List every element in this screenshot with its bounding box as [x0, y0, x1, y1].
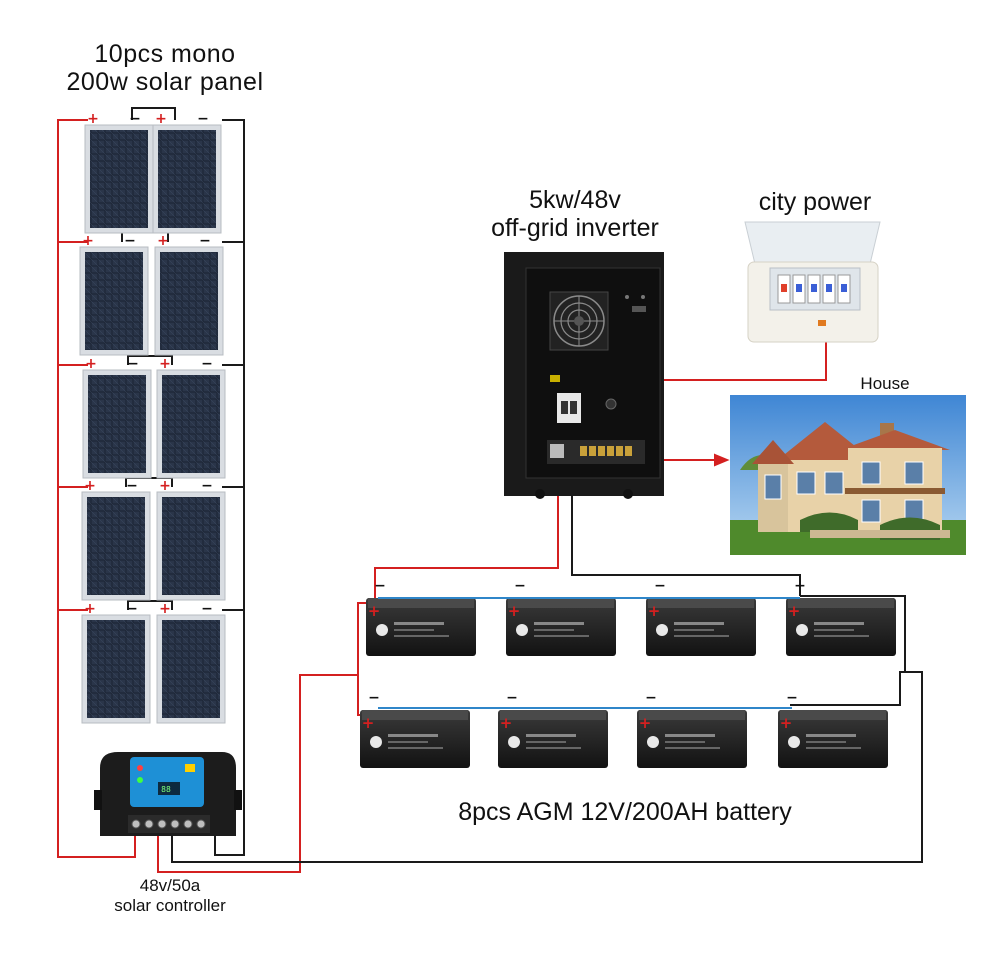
battery-positive-label: + — [368, 602, 381, 620]
battery-series-links — [378, 597, 800, 709]
battery-inverter-negative — [571, 478, 801, 596]
solar-panel-array — [79, 124, 226, 724]
positive-terminal-label: + — [159, 478, 171, 494]
positive-terminal-label: + — [82, 233, 94, 249]
solar-panel-icon — [81, 614, 151, 724]
negative-terminal-label: − — [201, 478, 213, 494]
battery-positive-label: + — [639, 714, 652, 732]
solar-panel-icon — [156, 614, 226, 724]
battery-negative-label: − — [514, 578, 526, 594]
negative-terminal-label: − — [197, 111, 209, 127]
battery-bank — [360, 598, 896, 768]
battery-negative-label: − — [645, 690, 657, 706]
battery-icon — [498, 710, 608, 768]
solar-panel-icon — [154, 246, 224, 356]
positive-terminal-label: + — [87, 111, 99, 127]
polarity-markers: +−+−+−+−+−+−+−+−+−+−+−+−+−+−+−+−+−+− — [82, 111, 806, 732]
battery-icon — [360, 710, 470, 768]
negative-terminal-label: − — [127, 356, 139, 372]
inverter-fan-icon — [549, 291, 609, 351]
solar-panel-icon — [84, 124, 154, 234]
positive-terminal-label: + — [84, 601, 96, 617]
wires — [57, 107, 923, 873]
svg-text:88: 88 — [161, 785, 171, 794]
battery-negative-label: − — [786, 690, 798, 706]
solar-panel-icon — [152, 124, 222, 234]
battery-label: 8pcs AGM 12V/200AH battery — [458, 798, 792, 826]
battery-positive-label: + — [780, 714, 793, 732]
controller-label: 48v/50a solar controller — [70, 876, 270, 917]
panel-positive-bus — [57, 119, 136, 858]
battery-negative-label: − — [654, 578, 666, 594]
positive-terminal-label: + — [157, 233, 169, 249]
positive-terminal-label: + — [155, 111, 167, 127]
positive-terminal-label: + — [159, 601, 171, 617]
battery-negative-label: − — [506, 690, 518, 706]
city-power-label: city power — [758, 188, 872, 216]
house-illustration — [730, 395, 966, 555]
negative-terminal-label: − — [129, 111, 141, 127]
solar-panel-icon — [156, 369, 226, 479]
battery-negative-label: − — [374, 578, 386, 594]
battery-positive-label: + — [508, 602, 521, 620]
solar-panel-label-line1: 10pcs mono — [94, 40, 236, 68]
controller-battery-negative — [171, 595, 923, 863]
controller-label-line2: solar controller — [114, 896, 226, 916]
battery-icon — [637, 710, 747, 768]
battery-positive-label: + — [362, 714, 375, 732]
positive-terminal-label: + — [84, 478, 96, 494]
battery-negative-label: − — [794, 578, 806, 594]
solar-panel-icon — [81, 491, 151, 601]
battery-positive-label: + — [788, 602, 801, 620]
negative-terminal-label: − — [126, 601, 138, 617]
solar-panel-icon — [156, 491, 226, 601]
battery-icon — [506, 598, 616, 656]
positive-terminal-label: + — [159, 356, 171, 372]
solar-panel-icon — [82, 369, 152, 479]
battery-inverter-positive — [374, 478, 559, 603]
battery-positive-label: + — [648, 602, 661, 620]
controller-label-line1: 48v/50a — [139, 876, 201, 895]
solar-panel-label-line2: 200w solar panel — [66, 68, 264, 96]
panel-negative-bus — [214, 119, 245, 856]
battery-icon — [778, 710, 888, 768]
battery-negative-label: − — [368, 690, 380, 706]
battery-positive-label: + — [500, 714, 513, 732]
negative-terminal-label: − — [201, 356, 213, 372]
battery-icon — [786, 598, 896, 656]
negative-terminal-label: − — [201, 601, 213, 617]
solar-panel-icon — [79, 246, 149, 356]
solar-panel-label: 10pcs mono 200w solar panel — [20, 40, 310, 96]
house-label: House — [860, 374, 910, 393]
battery-icon — [646, 598, 756, 656]
negative-terminal-label: − — [199, 233, 211, 249]
inverter-label-line1: 5kw/48v — [529, 186, 621, 214]
positive-terminal-label: + — [85, 356, 97, 372]
charge-controller-icon: 88 — [94, 752, 242, 836]
inverter-label-line2: off-grid inverter — [491, 214, 659, 242]
negative-terminal-label: − — [124, 233, 136, 249]
inverter-label: 5kw/48v off-grid inverter — [455, 186, 695, 242]
breaker-box-icon — [744, 221, 881, 343]
battery-icon — [366, 598, 476, 656]
inverter-unit — [504, 252, 664, 499]
negative-terminal-label: − — [126, 478, 138, 494]
